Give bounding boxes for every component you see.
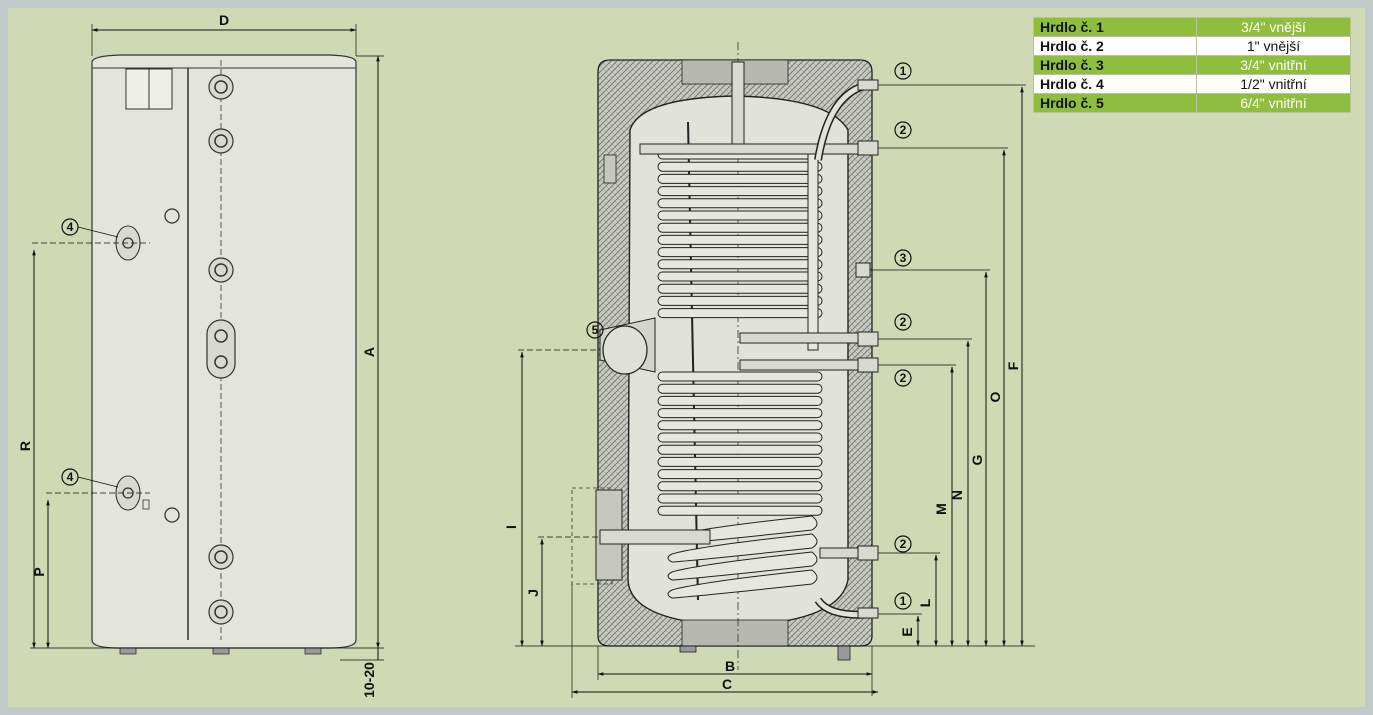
section-view: B C I J E L M N G O F	[503, 42, 1035, 698]
coil-turn	[657, 295, 823, 306]
marker-4-top: 4	[67, 220, 74, 234]
marker-2-d: 2	[900, 537, 907, 551]
dim-a-label: A	[361, 347, 377, 357]
marker-2-c: 2	[900, 371, 907, 385]
marker-5: 5	[592, 323, 599, 337]
coil-turn	[657, 259, 823, 270]
coil-turn	[657, 456, 823, 467]
connection-name: Hrdlo č. 1	[1033, 17, 1197, 37]
dim-r-label: R	[17, 441, 33, 451]
coil-turn	[657, 210, 823, 221]
coil-turn	[657, 247, 823, 258]
connection-markers: 1 2 3 2 2 2 1 5	[586, 62, 912, 610]
connection-name: Hrdlo č. 3	[1033, 55, 1197, 75]
dim-i-label: I	[503, 525, 519, 529]
connection-name: Hrdlo č. 5	[1033, 93, 1197, 113]
coil-turn	[657, 371, 823, 382]
coil-turn	[667, 551, 818, 581]
coil-turn	[657, 432, 823, 443]
marker-3: 3	[900, 251, 907, 265]
dim-d-label: D	[219, 12, 229, 28]
dim-foot-label: 10-20	[361, 662, 377, 698]
coil-turn	[667, 569, 818, 599]
connection-value: 3/4" vnější	[1196, 17, 1351, 37]
coil-turn	[657, 308, 823, 319]
side-view: D A 10-20 R P 4 4	[17, 12, 384, 698]
coil-turn	[657, 469, 823, 480]
connection-value: 6/4" vnitřní	[1196, 93, 1351, 113]
coil-turn	[657, 234, 823, 245]
table-row: Hrdlo č. 2 1" vnější	[1033, 36, 1351, 56]
marker-1-bottom: 1	[900, 594, 907, 608]
connection-value: 1" vnější	[1196, 36, 1351, 56]
marker-4-bottom: 4	[67, 470, 74, 484]
dim-f-label: F	[1005, 361, 1021, 370]
dim-g-label: G	[969, 454, 985, 465]
dim-c-label: C	[722, 676, 732, 692]
table-row: Hrdlo č. 4 1/2" vnitřní	[1033, 74, 1351, 94]
marker-2-b: 2	[900, 315, 907, 329]
coil-turn	[657, 481, 823, 492]
coil-turn	[657, 395, 823, 406]
connection-value: 1/2" vnitřní	[1196, 74, 1351, 94]
table-row: Hrdlo č. 3 3/4" vnitřní	[1033, 55, 1351, 75]
connection-name: Hrdlo č. 2	[1033, 36, 1197, 56]
heat-exchanger-coil	[657, 149, 823, 599]
table-row: Hrdlo č. 1 3/4" vnější	[1033, 17, 1351, 37]
coil-turn	[657, 408, 823, 419]
coil-turn	[667, 533, 818, 563]
dim-e-label: E	[899, 627, 915, 636]
connection-name: Hrdlo č. 4	[1033, 74, 1197, 94]
dim-l-label: L	[917, 598, 933, 607]
dim-o-label: O	[987, 391, 1003, 402]
dim-j-label: J	[525, 589, 541, 597]
dim-p-label: P	[31, 567, 47, 576]
coil-turn	[657, 383, 823, 394]
coil-turn	[657, 173, 823, 184]
coil-riser	[807, 149, 819, 351]
coil-turn	[657, 493, 823, 504]
coil-turn	[657, 444, 823, 455]
coil-turn	[657, 186, 823, 197]
coil-turn	[657, 271, 823, 282]
connection-table: Hrdlo č. 1 3/4" vnější Hrdlo č. 2 1" vně…	[1033, 17, 1351, 113]
dim-n-label: N	[949, 490, 965, 500]
dim-m-label: M	[933, 503, 949, 515]
marker-1-top: 1	[900, 64, 907, 78]
connection-value: 3/4" vnitřní	[1196, 55, 1351, 75]
coil-turn	[657, 505, 823, 516]
coil-turn	[657, 420, 823, 431]
coil-turn	[657, 283, 823, 294]
dim-b-label: B	[725, 658, 735, 674]
coil-turn	[657, 198, 823, 209]
table-row: Hrdlo č. 5 6/4" vnitřní	[1033, 93, 1351, 113]
coil-turn	[657, 222, 823, 233]
marker-2-a: 2	[900, 123, 907, 137]
coil-turn	[657, 161, 823, 172]
